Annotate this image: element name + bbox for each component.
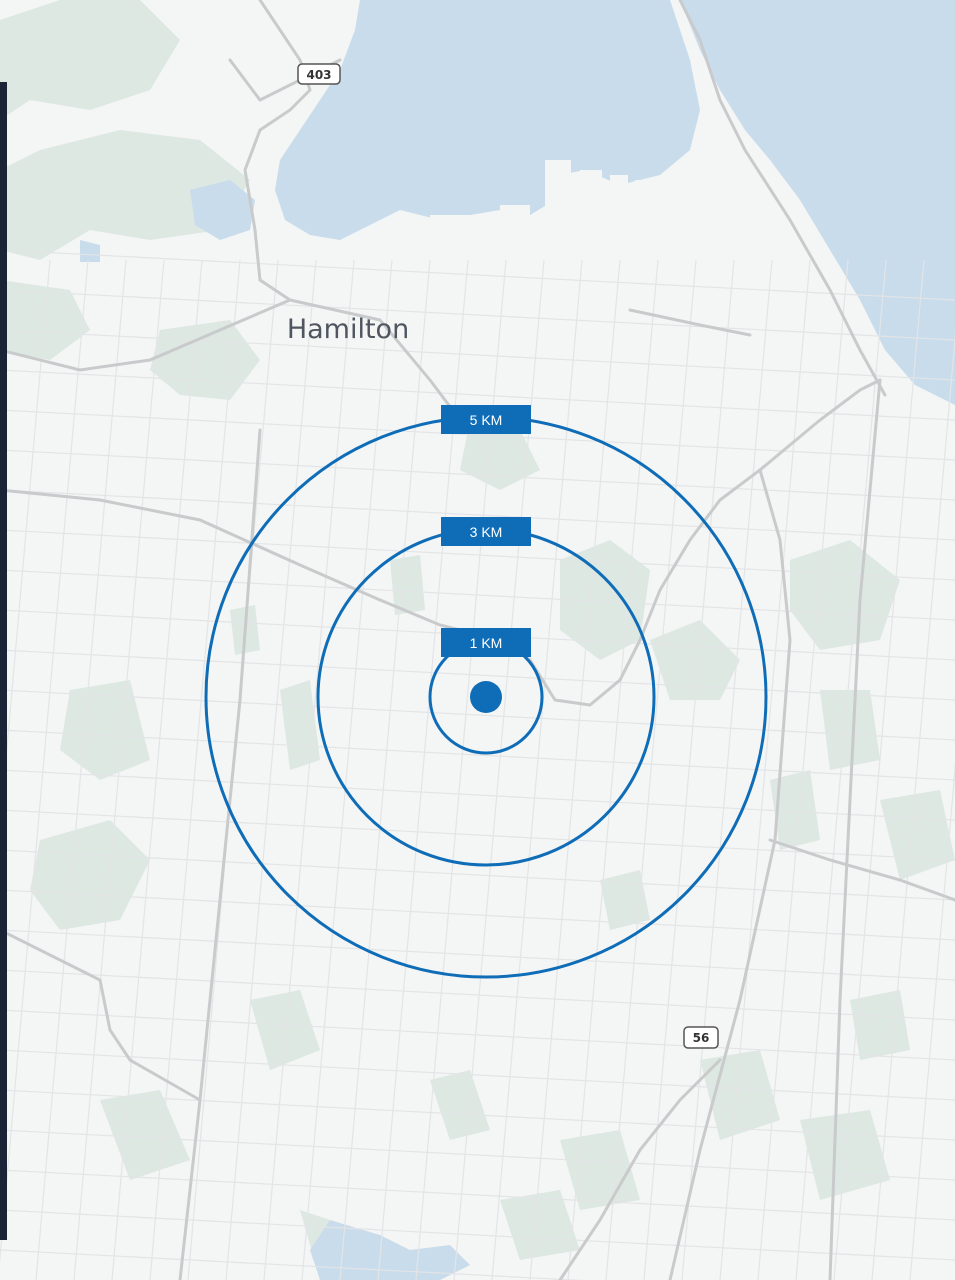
street-line (529, 259, 621, 1280)
street-line (0, 289, 955, 341)
ring-label-3km-text: 3 KM (470, 524, 503, 540)
ring-label-5km-text: 5 KM (470, 412, 503, 428)
ring-label-1km-text: 1 KM (470, 635, 503, 651)
location-dot-icon[interactable] (470, 681, 502, 713)
street-line (0, 409, 955, 461)
street-line (0, 969, 955, 1021)
street-line (225, 259, 317, 1280)
highway-shield-56: 56 (683, 1026, 719, 1049)
street-line (0, 769, 955, 821)
street-line (0, 889, 955, 941)
street-line (263, 259, 355, 1280)
street-line (871, 332, 955, 1280)
street-line (0, 649, 955, 701)
street-line (795, 259, 887, 1280)
highway-shield-403-label: 403 (306, 68, 331, 82)
street-line (643, 259, 735, 1280)
street-line (0, 449, 955, 501)
highway-shield-56-label: 56 (693, 1031, 710, 1045)
street-line (0, 929, 955, 981)
street-line (0, 689, 955, 741)
ring-label-1km: 1 KM (441, 628, 531, 657)
street-line (0, 1129, 955, 1181)
street-line (833, 259, 925, 1280)
street-grid (0, 249, 955, 1280)
street-line (681, 259, 773, 1280)
water-bodies (80, 0, 955, 1280)
street-line (0, 489, 955, 541)
street-line (339, 259, 431, 1280)
street-line (0, 1009, 955, 1061)
street-line (149, 259, 241, 1280)
street-line (605, 259, 697, 1280)
ring-label-3km: 3 KM (441, 517, 531, 546)
street-line (73, 259, 165, 1280)
highway-shield-403: 403 (297, 63, 341, 85)
street-line (0, 569, 955, 621)
street-line (0, 809, 955, 861)
street-line (0, 1089, 955, 1141)
street-line (111, 259, 203, 1280)
street-line (757, 259, 849, 1280)
port-piers (430, 160, 664, 255)
street-line (35, 259, 127, 1280)
street-line (0, 1169, 955, 1221)
street-line (0, 369, 955, 421)
street-line (0, 849, 955, 901)
street-line (0, 249, 955, 301)
street-line (0, 329, 955, 381)
ring-label-5km: 5 KM (441, 405, 531, 434)
side-panel-edge[interactable] (0, 82, 7, 1240)
street-line (0, 1209, 955, 1261)
street-line (909, 763, 955, 1280)
street-line (0, 729, 955, 781)
street-line (0, 529, 955, 581)
city-label-hamilton: Hamilton (287, 314, 409, 345)
street-line (567, 259, 659, 1280)
street-line (0, 259, 89, 1265)
street-line (0, 1249, 585, 1280)
street-line (0, 1049, 955, 1101)
